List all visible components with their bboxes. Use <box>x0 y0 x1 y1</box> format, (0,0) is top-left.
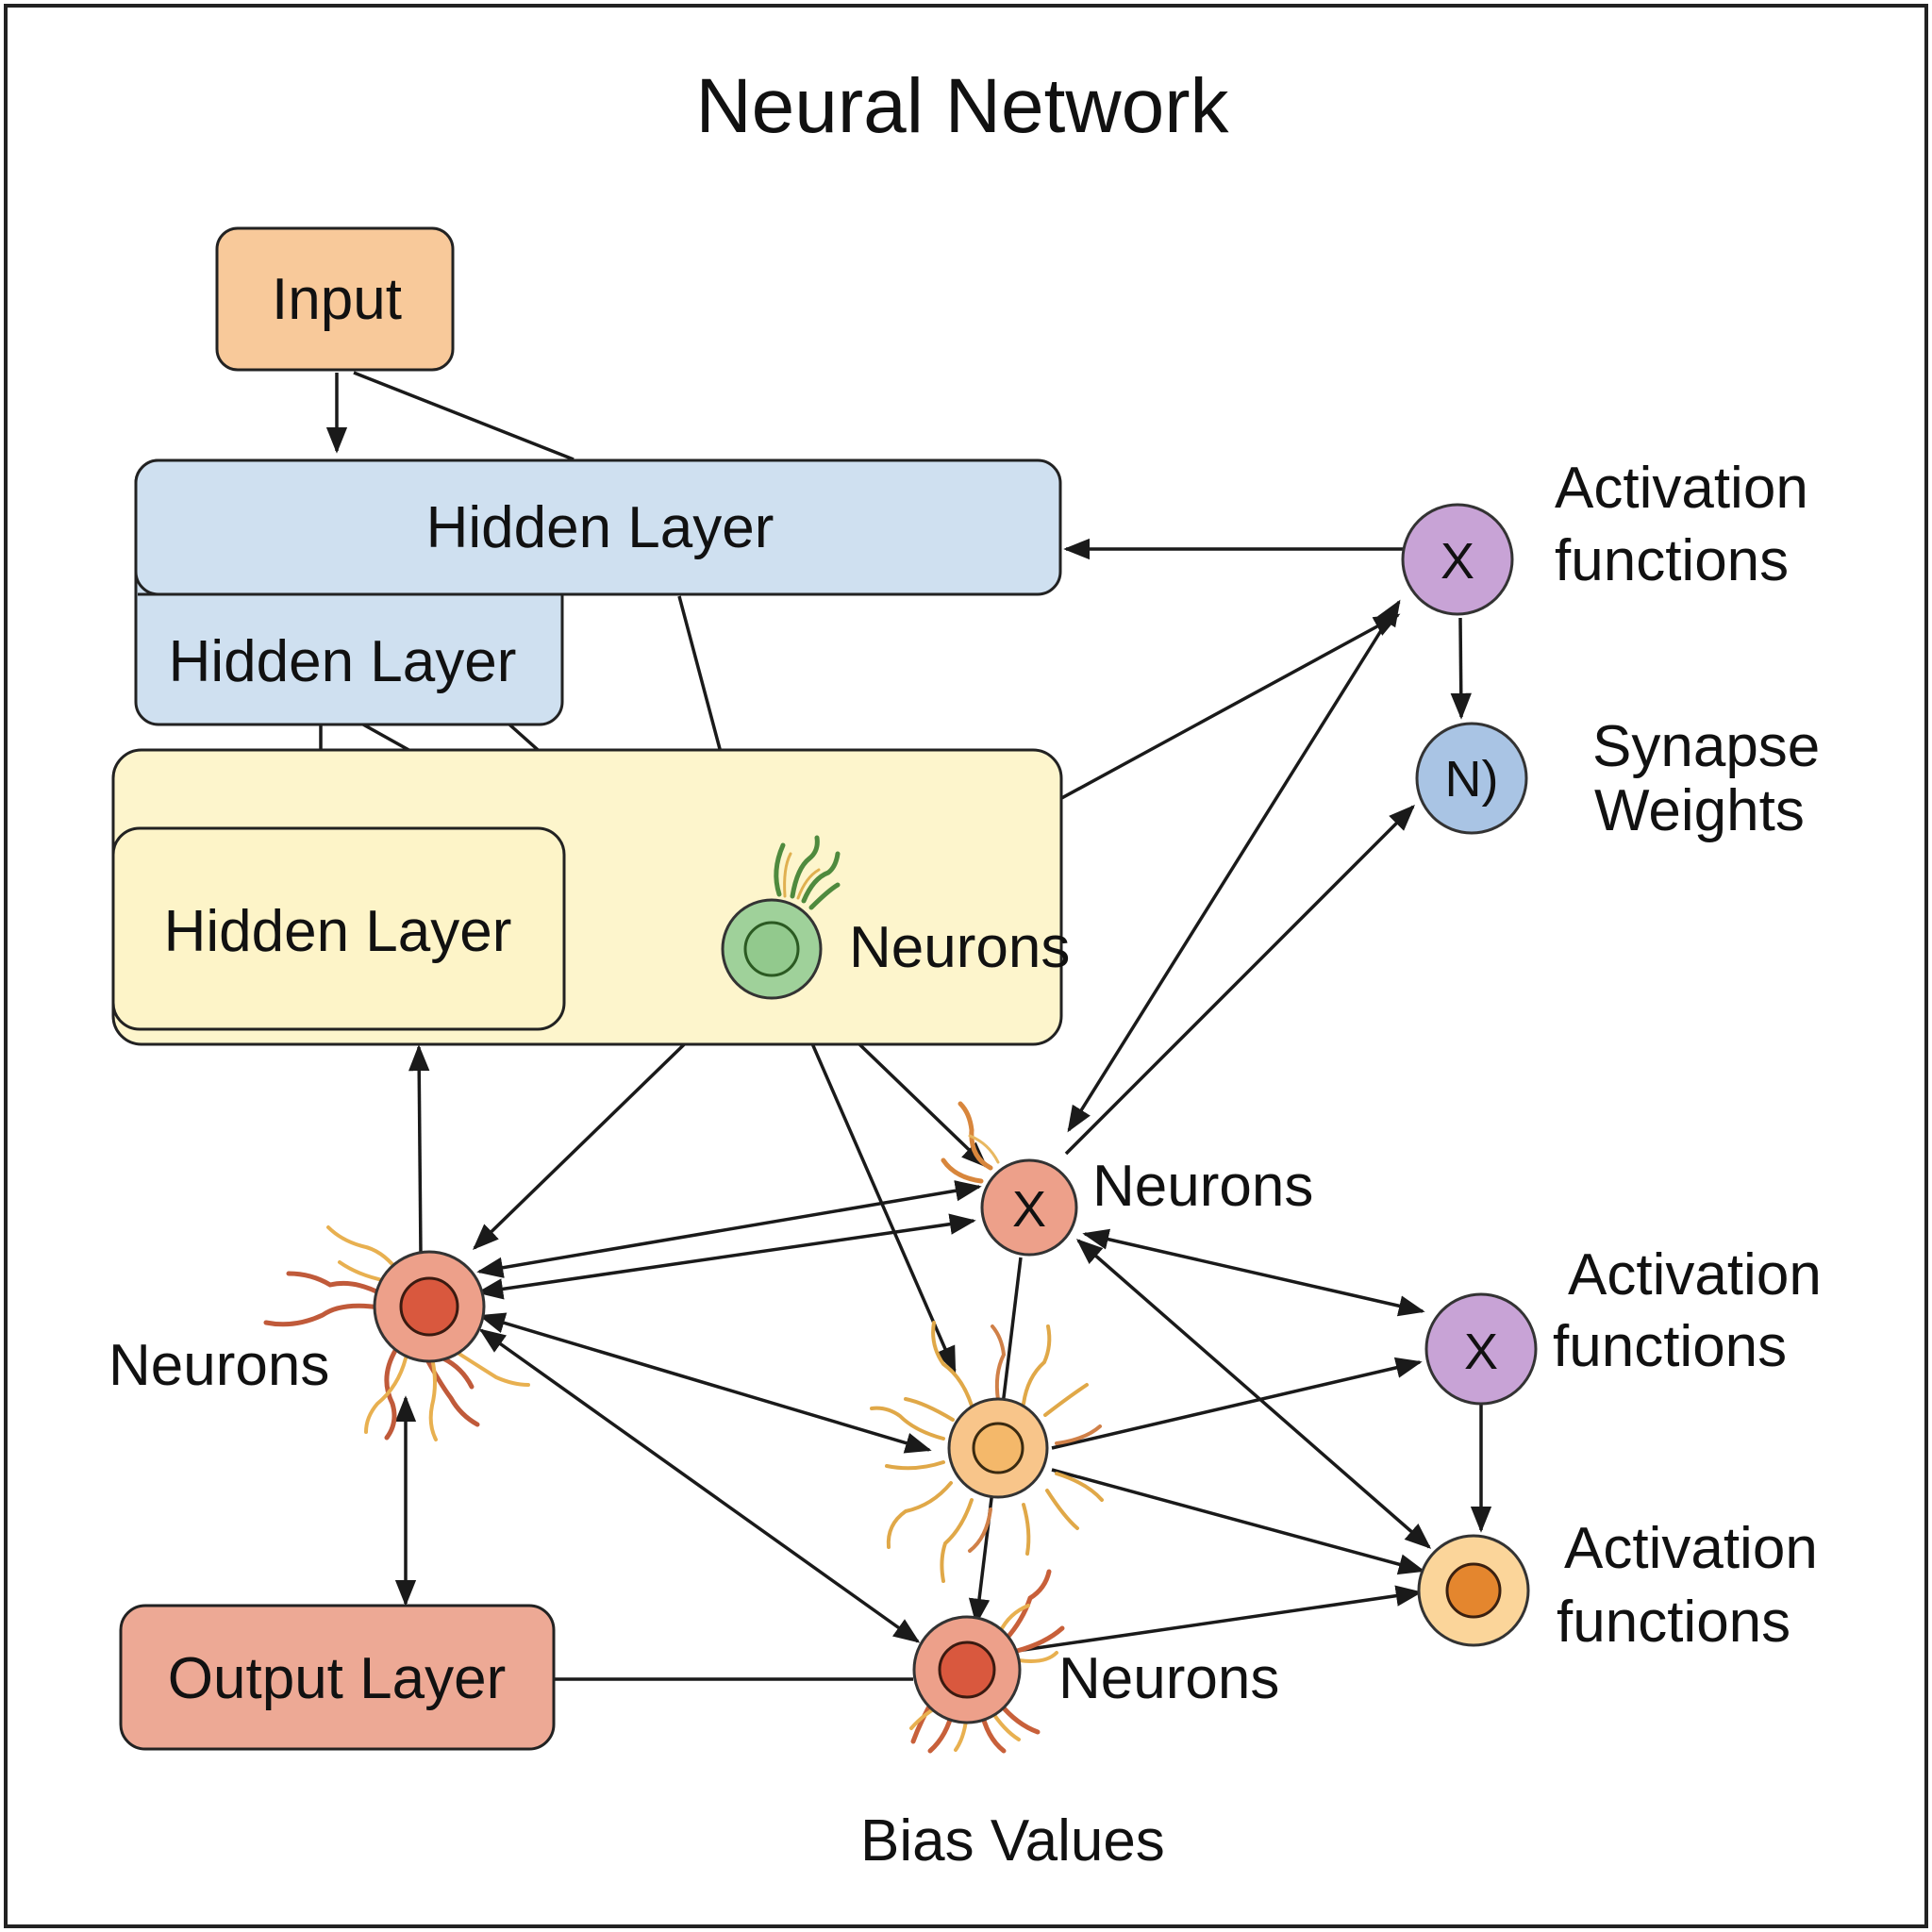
synapse-label-2: Weights <box>1594 778 1805 843</box>
activation-right-symbol: X <box>1464 1324 1498 1380</box>
input-node: Input <box>215 226 455 372</box>
edge-orange-to-activation-right <box>1051 1357 1423 1450</box>
diagram-title: Neural Network <box>695 63 1229 149</box>
activation-top-label-1: Activation <box>1555 456 1808 521</box>
edge-left-to-group <box>408 1044 430 1256</box>
synapse-weights-node: N) <box>1415 722 1528 835</box>
hidden-layer-inner-box <box>111 826 566 1031</box>
edge-input-line <box>353 371 575 461</box>
hidden-layer-stack: Hidden Layer Hidden Layer <box>134 458 1062 726</box>
activation-right-label-1: Activation <box>1568 1242 1822 1307</box>
activation-top-symbol: X <box>1441 533 1474 590</box>
synapse-symbol: N) <box>1445 751 1499 808</box>
output-layer-node: Output Layer <box>119 1604 556 1751</box>
neuron-left <box>263 1225 530 1441</box>
edge-left-to-bottom <box>478 1328 921 1643</box>
activation-right-label-2: functions <box>1553 1314 1787 1379</box>
neurons-left-label: Neurons <box>108 1333 329 1398</box>
output-layer-label: Output Layer <box>168 1646 506 1711</box>
neuron-mid-symbol: X <box>1012 1181 1046 1238</box>
input-label: Input <box>272 267 402 332</box>
neurons-mid-label: Neurons <box>1092 1154 1313 1219</box>
edge-mid-to-synapse <box>1064 805 1415 1156</box>
bias-values-label: Bias Values <box>860 1808 1165 1874</box>
hidden-layer-top-box <box>134 458 1062 596</box>
activation-bottom-label-2: functions <box>1557 1590 1790 1655</box>
hidden-layer-inner-label: Hidden Layer <box>164 899 512 964</box>
neuron-mid: X <box>941 1101 1078 1257</box>
hidden-layer-top-label: Hidden Layer <box>426 495 774 560</box>
edge-mid-to-activation <box>1067 599 1401 1133</box>
edge-bottom-to-activation-bottom <box>1016 1585 1423 1653</box>
synapse-label-1: Synapse <box>1592 714 1820 779</box>
neurons-green-label: Neurons <box>849 915 1070 980</box>
activation-top-label-2: functions <box>1555 528 1789 593</box>
neuron-orange <box>870 1321 1104 1583</box>
edge-left-mid-2 <box>476 1213 976 1300</box>
hidden-layer-group: Hidden Layer <box>111 748 1063 1046</box>
activation-bottom-label-1: Activation <box>1564 1516 1818 1581</box>
activation-node-right: X <box>1424 1292 1538 1406</box>
edge-orange-to-activation-bottom <box>1051 1468 1425 1575</box>
activation-node-bottom <box>1417 1534 1530 1647</box>
neurons-bottom-label: Neurons <box>1058 1646 1279 1711</box>
hidden-layer-mid-label: Hidden Layer <box>169 629 517 694</box>
edge-activation-to-synapse <box>1450 617 1472 720</box>
edge-mid-to-activation-bottom <box>1075 1239 1432 1549</box>
neuron-green <box>721 835 841 1000</box>
neuron-bottom <box>909 1569 1065 1754</box>
activation-node-top: X <box>1401 503 1514 616</box>
